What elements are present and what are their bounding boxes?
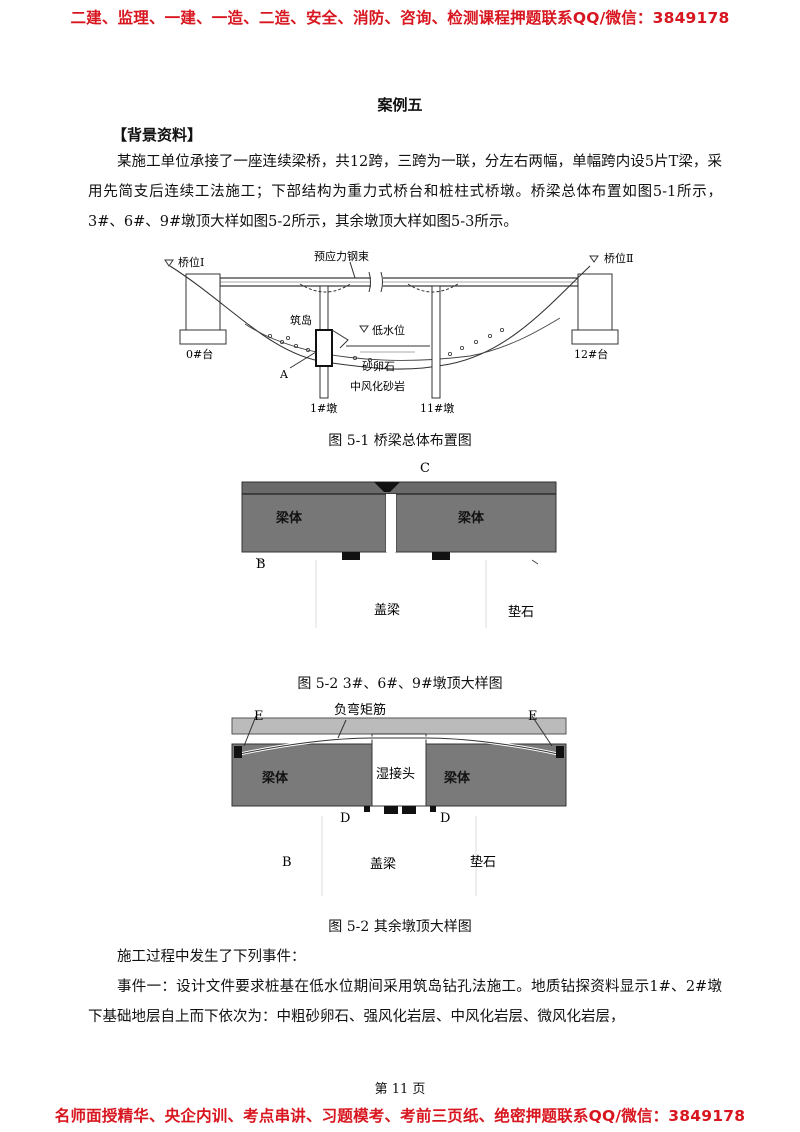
label-beam-right: 梁体 bbox=[443, 770, 471, 786]
other-pier-top-detail-figure: 负弯矩筋 E E 梁体 湿接头 梁体 D D B 盖梁 垫石 bbox=[231, 702, 567, 896]
label-bridge-pos-2: 桥位Ⅱ bbox=[604, 251, 633, 265]
label-beam-right: 梁体 bbox=[457, 510, 485, 526]
label-negative-moment-bar: 负弯矩筋 bbox=[334, 702, 386, 718]
label-pad: 垫石 bbox=[470, 854, 496, 870]
label-cap: 盖梁 bbox=[370, 857, 396, 872]
label-cap: 盖梁 bbox=[374, 603, 400, 618]
label-b: B bbox=[256, 557, 266, 572]
event-1-text: 事件一：设计文件要求桩基在低水位期间采用筑岛钻孔法施工。地质钻探资料显示1#、2… bbox=[88, 979, 722, 1025]
label-beam-left: 梁体 bbox=[261, 770, 289, 786]
label-pier-1: 1#墩 bbox=[310, 401, 337, 415]
label-point-a: A bbox=[279, 368, 289, 381]
top-banner: 二建、监理、一建、一造、二造、安全、消防、咨询、检测课程押题联系QQ/微信：38… bbox=[70, 9, 730, 27]
label-abutment-0: 0#台 bbox=[186, 347, 213, 361]
label-wet-joint: 湿接头 bbox=[376, 766, 415, 782]
label-d-left: D bbox=[340, 811, 350, 826]
label-bridge-pos-1: 桥位Ⅰ bbox=[178, 255, 204, 269]
bottom-banner: 名师面授精华、央企内训、考点串讲、习题模考、考前三页纸、绝密押题联系QQ/微信：… bbox=[54, 1107, 746, 1125]
label-low-water: 低水位 bbox=[372, 323, 405, 337]
label-beam-left: 梁体 bbox=[275, 510, 303, 526]
pier-top-detail-figure: C 梁体 梁体 B 盖梁 垫石 bbox=[241, 461, 557, 628]
figure-2-caption: 图 5-2 3#、6#、9#墩顶大样图 bbox=[297, 676, 503, 692]
figure-3-caption: 图 5-2 其余墩顶大样图 bbox=[328, 919, 472, 935]
case-title: 案例五 bbox=[377, 96, 423, 114]
background-text: 某施工单位承接了一座连续梁桥，共12跨，三跨为一联，分左右两幅，单幅跨内设5片T… bbox=[88, 154, 722, 230]
label-gravel: 砂卵石 bbox=[362, 360, 395, 373]
label-island: 筑岛 bbox=[290, 313, 312, 327]
label-abutment-12: 12#台 bbox=[574, 347, 608, 361]
events-section: 施工过程中发生了下列事件： 事件一：设计文件要求桩基在低水位期间采用筑岛钻孔法施… bbox=[88, 942, 722, 1032]
label-prestress: 预应力钢束 bbox=[314, 249, 369, 263]
bridge-layout-figure: 桥位Ⅰ 桥位Ⅱ 预应力钢束 筑岛 低水位 砂卵石 中风化砂岩 0#台 12#台 … bbox=[164, 249, 633, 415]
label-d-right: D bbox=[440, 811, 450, 826]
label-rock: 中风化砂岩 bbox=[350, 379, 405, 393]
events-intro: 施工过程中发生了下列事件： bbox=[117, 949, 306, 965]
label-e-left: E bbox=[254, 709, 264, 724]
background-paragraph: 某施工单位承接了一座连续梁桥，共12跨，三跨为一联，分左右两幅，单幅跨内设5片T… bbox=[88, 147, 722, 237]
label-pad: 垫石 bbox=[508, 604, 534, 620]
label-c: C bbox=[420, 461, 430, 476]
section-heading: 【背景资料】 bbox=[112, 126, 203, 144]
page-number: 第 11 页 bbox=[374, 1082, 426, 1097]
label-b: B bbox=[282, 855, 292, 870]
label-e-right: E bbox=[528, 709, 538, 724]
label-pier-11: 11#墩 bbox=[420, 401, 454, 415]
figure-1-caption: 图 5-1 桥梁总体布置图 bbox=[328, 433, 472, 449]
